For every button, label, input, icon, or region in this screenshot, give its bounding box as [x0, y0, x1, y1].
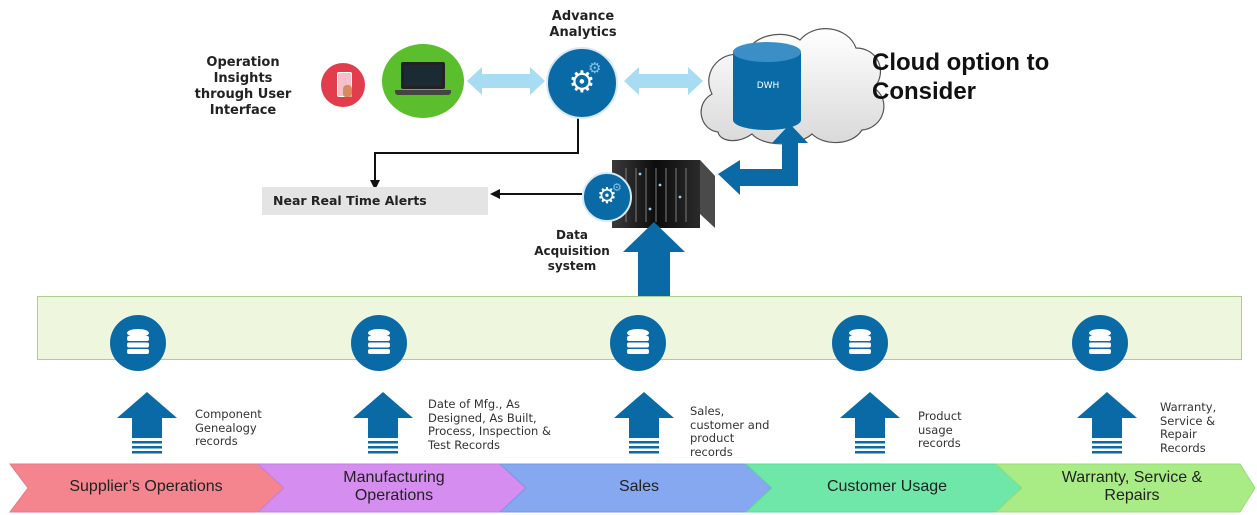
database-icon-manufacturing [351, 315, 407, 371]
process-label-warranty: Warranty, Service & Repairs [1061, 469, 1203, 504]
source-arrow-2 [353, 392, 413, 454]
chevron-warranty [994, 463, 1256, 513]
source-arrow-5 [1077, 392, 1137, 454]
analytics-gear-icon: ⚙ ⚙ [546, 47, 618, 119]
advance-analytics-label: Advance Analytics [549, 9, 617, 40]
process-label-customer-usage: Customer Usage [826, 478, 948, 495]
band-to-acquisition-arrow [623, 222, 685, 296]
process-label-sales: Sales [618, 478, 660, 495]
server-rack-icon [612, 160, 715, 228]
mobile-phone-icon [321, 63, 365, 107]
process-label-manufacturing: Manufacturing Operations [343, 469, 445, 504]
process-label-suppliers: Supplier’s Operations [69, 478, 223, 495]
near-real-time-alerts-box: Near Real Time Alerts [262, 187, 488, 215]
dwh-label: DWH [756, 81, 780, 91]
process-chevrons [9, 463, 1256, 513]
data-acquisition-label: Data Acquisition system [534, 228, 610, 273]
source-label-customer-usage: Product usage records [918, 409, 962, 450]
source-arrow-4 [840, 392, 900, 454]
database-icon-warranty [1072, 315, 1128, 371]
cloud-option-title: Cloud option to Consider [872, 49, 1050, 105]
analytics-to-alerts-connector [370, 116, 579, 190]
dwh-database-icon [733, 42, 801, 130]
near-real-time-alerts-label: Near Real Time Alerts [273, 193, 427, 208]
source-label-warranty: Warranty, Service & Repair Records [1160, 400, 1217, 455]
database-icon-customer-usage [832, 315, 888, 371]
source-label-manufacturing: Date of Mfg., As Designed, As Built, Pro… [428, 397, 551, 452]
source-up-arrows [117, 392, 1137, 454]
database-icon-supplier [110, 315, 166, 371]
source-arrow-1 [117, 392, 177, 454]
source-arrow-3 [614, 392, 674, 454]
ui-analytics-double-arrow [467, 67, 545, 95]
source-label-supplier: Component Genealogy records [195, 407, 262, 448]
user-interface-label: Operation Insights through User Interfac… [194, 55, 292, 118]
source-label-sales: Sales, customer and product records [690, 404, 770, 459]
laptop-icon [382, 44, 464, 118]
acquisition-to-cloud-arrow [718, 124, 808, 195]
acquisition-gear-icon: ⚙ ⚙ [582, 172, 632, 222]
analytics-cloud-double-arrow [624, 67, 703, 95]
database-icon-sales [610, 315, 666, 371]
